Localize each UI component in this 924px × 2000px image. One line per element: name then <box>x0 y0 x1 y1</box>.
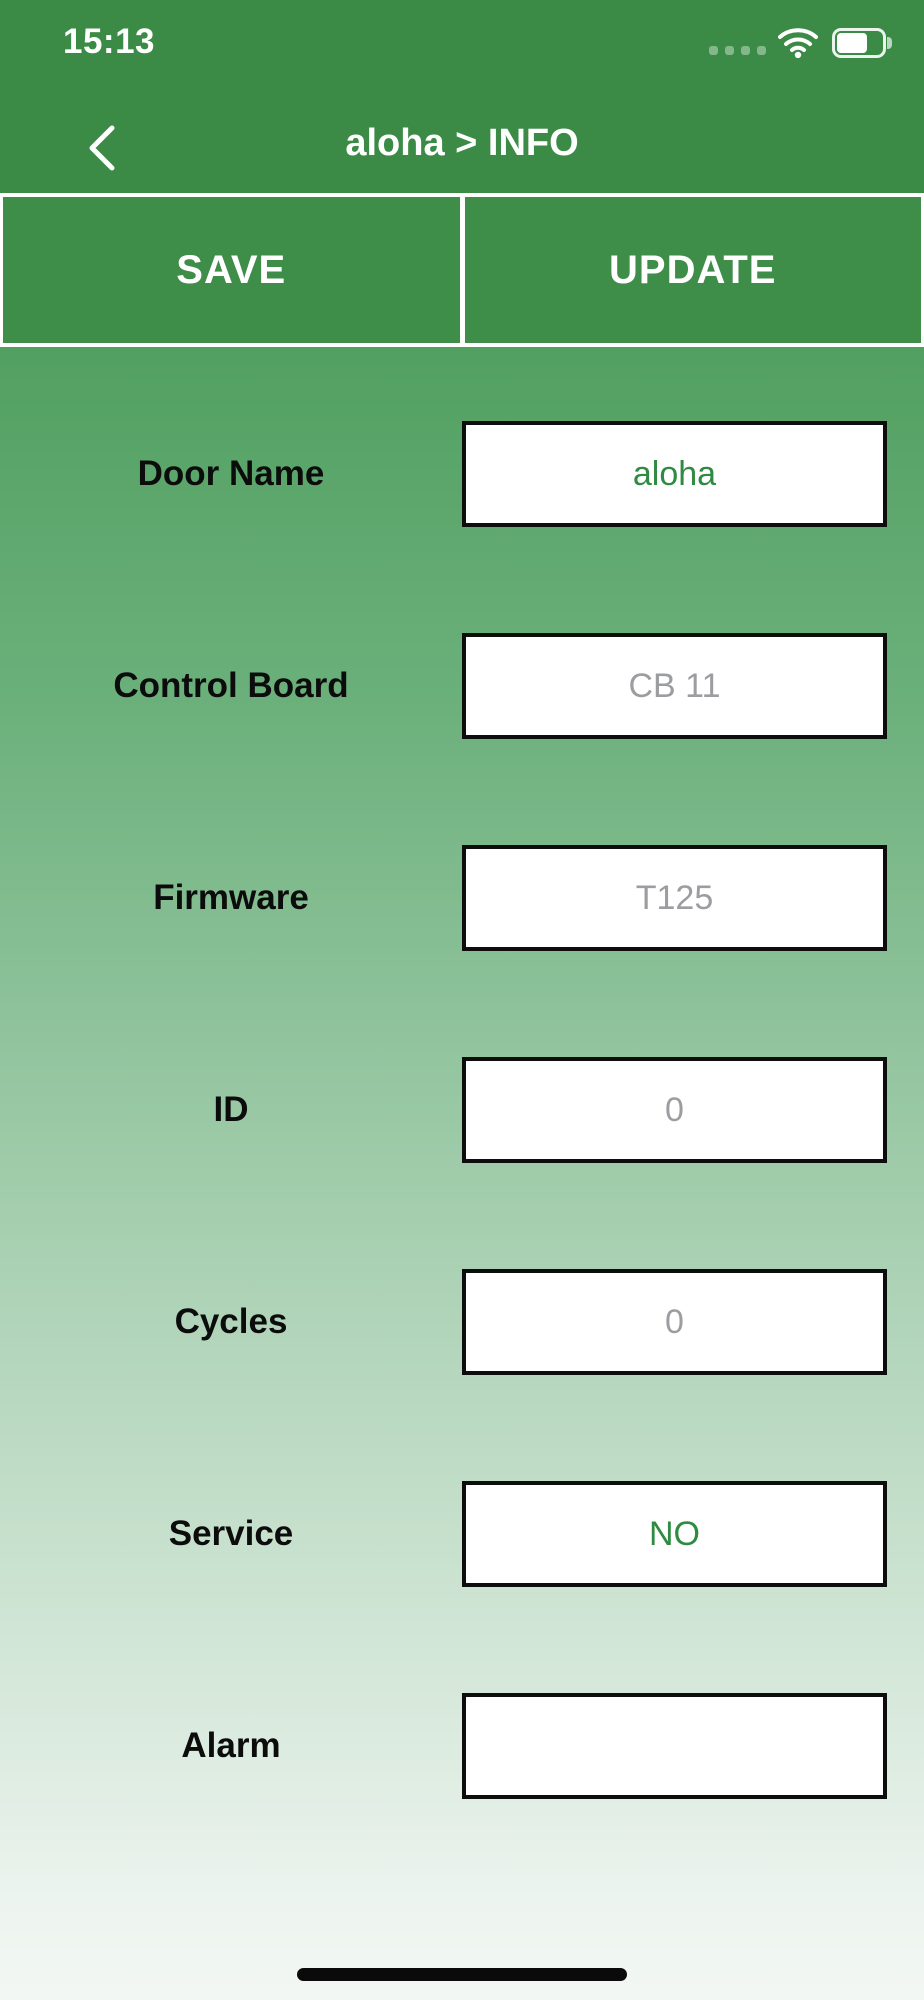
alarm-label: Alarm <box>181 1726 281 1765</box>
field-row-door-name: Door Name <box>0 421 924 527</box>
home-indicator[interactable] <box>297 1968 627 1981</box>
id-input[interactable] <box>462 1057 887 1163</box>
battery-nub <box>887 37 892 49</box>
chevron-left-icon <box>89 125 115 171</box>
alarm-input[interactable] <box>462 1693 887 1799</box>
toolbar: SAVE UPDATE <box>0 193 924 347</box>
control-board-input[interactable] <box>462 633 887 739</box>
info-form: Door Name Control Board Firmware ID Cycl… <box>0 347 924 1905</box>
battery-icon <box>832 28 892 58</box>
status-bar: 15:13 <box>0 18 924 66</box>
field-row-service: Service <box>0 1481 924 1587</box>
field-row-firmware: Firmware <box>0 845 924 951</box>
status-time: 15:13 <box>63 22 156 61</box>
door-name-label: Door Name <box>137 454 325 493</box>
control-board-label: Control Board <box>113 666 349 705</box>
field-row-alarm: Alarm <box>0 1693 924 1799</box>
cycles-input[interactable] <box>462 1269 887 1375</box>
id-label: ID <box>213 1090 249 1129</box>
battery-fill <box>837 33 867 53</box>
save-button[interactable]: SAVE <box>3 197 460 343</box>
update-button[interactable]: UPDATE <box>464 197 921 343</box>
field-row-id: ID <box>0 1057 924 1163</box>
page-title: aloha > INFO <box>345 122 579 164</box>
status-icons <box>709 24 892 62</box>
cycles-label: Cycles <box>174 1302 288 1341</box>
battery-outline <box>832 28 886 58</box>
cellular-dots-icon <box>709 45 766 55</box>
service-label: Service <box>168 1514 294 1553</box>
field-row-control-board: Control Board <box>0 633 924 739</box>
door-name-input[interactable] <box>462 421 887 527</box>
firmware-label: Firmware <box>153 878 309 917</box>
back-button[interactable] <box>80 120 124 176</box>
wifi-icon <box>778 28 818 58</box>
nav-bar: aloha > INFO <box>0 112 924 184</box>
app-header: 15:13 <box>0 0 924 193</box>
field-row-cycles: Cycles <box>0 1269 924 1375</box>
service-input[interactable] <box>462 1481 887 1587</box>
firmware-input[interactable] <box>462 845 887 951</box>
